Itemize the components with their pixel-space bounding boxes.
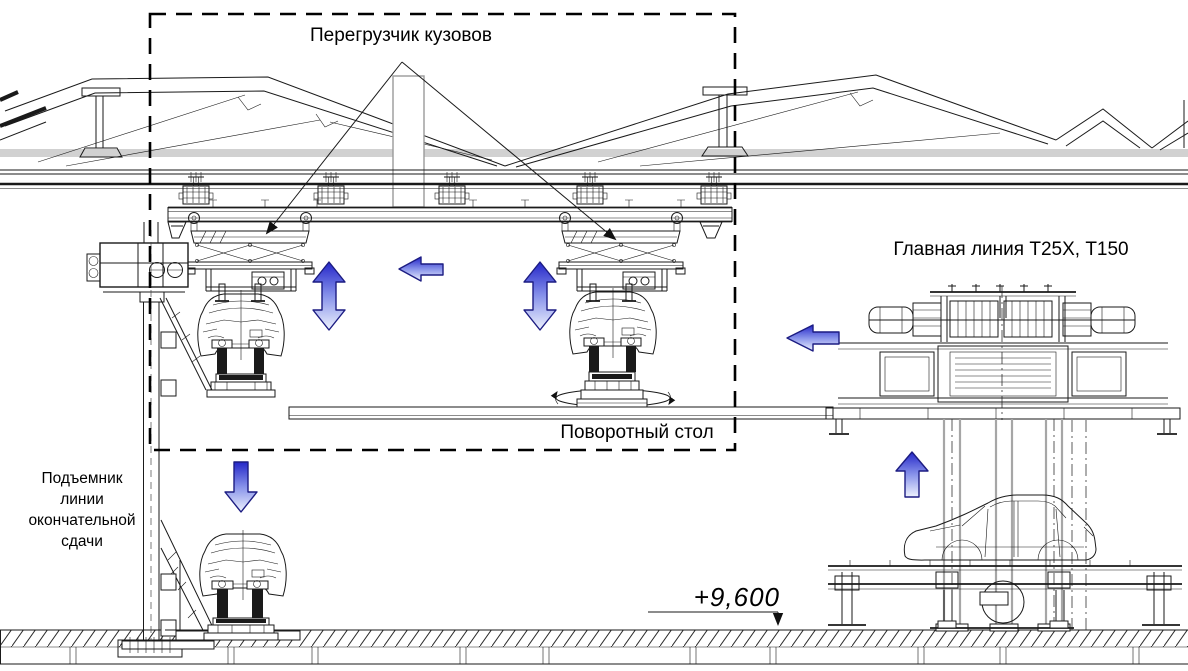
roof-truss bbox=[0, 74, 1188, 168]
final-delivery-lift-mast bbox=[86, 222, 219, 653]
elevation-label: +9,600 bbox=[694, 582, 780, 612]
beam-hanger bbox=[696, 171, 732, 205]
left-arrow-icon bbox=[786, 324, 840, 352]
flow-arrows bbox=[224, 256, 929, 513]
turntable-platform bbox=[288, 371, 834, 420]
beam-hanger bbox=[313, 171, 349, 205]
turntable-label: Поворотный стол bbox=[560, 422, 713, 443]
beam-hanger bbox=[434, 171, 470, 205]
scissor-carrier-right bbox=[556, 211, 686, 372]
lift-label-line1: Подъемник bbox=[41, 470, 122, 487]
lift-label-line2: линии bbox=[60, 491, 104, 508]
car-body-side bbox=[903, 494, 1097, 561]
scissor-mechanism bbox=[185, 211, 315, 302]
labels: Перегрузчик кузовов Главная линия Т25Х, … bbox=[28, 25, 1128, 550]
monorail-beam bbox=[167, 199, 733, 239]
elevation-marker: +9,600 bbox=[648, 582, 784, 626]
scissor-carrier-left bbox=[185, 211, 315, 398]
beam-pins bbox=[209, 199, 685, 208]
floor-joints bbox=[69, 647, 1140, 664]
leader-arrowhead-icon bbox=[401, 61, 617, 241]
beam-hangers bbox=[178, 171, 732, 205]
lift-label-line3: окончательной bbox=[28, 512, 135, 529]
roof-support-column bbox=[392, 75, 425, 208]
up-arrow-icon bbox=[895, 451, 929, 498]
lift-label-line4: сдачи bbox=[61, 533, 103, 550]
rotation-arrow-icon bbox=[667, 391, 676, 405]
up-down-arrow-icon bbox=[312, 261, 346, 331]
up-down-arrow-icon bbox=[523, 261, 557, 331]
leader-lines bbox=[265, 61, 617, 241]
down-arrow-icon bbox=[224, 461, 258, 513]
left-arrow-icon bbox=[398, 256, 444, 282]
car-body-front bbox=[197, 289, 285, 361]
delivery-car-station bbox=[165, 529, 301, 641]
transloader-label: Перегрузчик кузовов bbox=[310, 25, 492, 46]
beam-hanger bbox=[178, 171, 214, 205]
rotation-arrow-icon bbox=[550, 391, 559, 405]
truss-post-cap bbox=[81, 87, 121, 97]
beam-hanger bbox=[572, 171, 608, 205]
car-body-front bbox=[569, 287, 657, 359]
leader-arrowhead-icon bbox=[265, 61, 403, 235]
scissor-mechanism bbox=[556, 211, 686, 302]
main-line-machine bbox=[825, 284, 1182, 632]
transloader-boundary bbox=[148, 12, 737, 452]
main-line-label: Главная линия Т25Х, Т150 bbox=[893, 239, 1128, 260]
ceiling-rails bbox=[0, 169, 1188, 189]
